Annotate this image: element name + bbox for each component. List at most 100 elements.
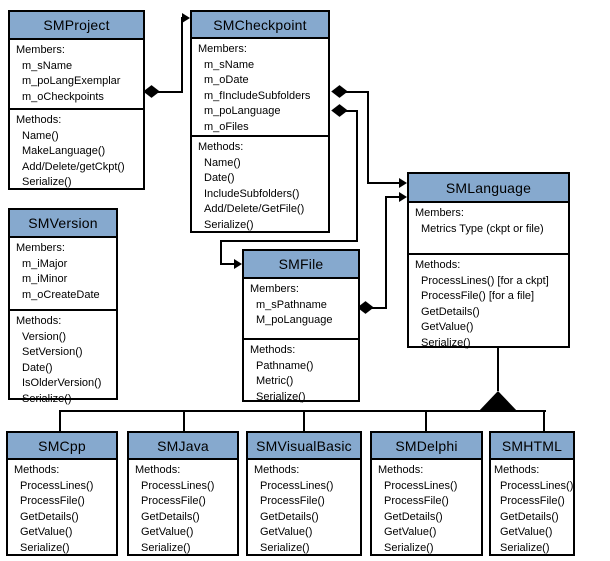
methods-section: Methods: Name() MakeLanguage() Add/Delet… <box>10 108 143 191</box>
method-item: IsOlderVersion() <box>22 377 102 389</box>
member-item: m_iMajor <box>22 257 68 270</box>
class-box-smhtml: SMHTML Methods: ProcessLines() ProcessFi… <box>489 431 575 556</box>
arrowhead-icon <box>182 13 190 23</box>
class-title: SMCheckpoint <box>192 12 328 39</box>
connector-line <box>59 410 61 432</box>
class-title: SMProject <box>10 12 143 40</box>
method-item: ProcessLines() <box>141 479 215 492</box>
member-item: m_oCheckpoints <box>22 90 104 103</box>
class-title: SMVisualBasic <box>248 433 360 460</box>
method-item: GetDetails() <box>421 305 480 318</box>
method-item: ProcessFile() <box>384 495 449 507</box>
member-item: m_oCreateDate <box>22 288 100 301</box>
member-item: m_sName <box>22 59 73 72</box>
methods-label: Methods: <box>135 464 181 476</box>
method-item: Pathname() <box>256 359 314 372</box>
member-item: Metrics Type (ckpt or file) <box>421 222 544 235</box>
member-item: M_poLanguage <box>256 314 333 326</box>
methods-section: Methods: ProcessLines() ProcessFile() Ge… <box>491 460 573 556</box>
method-item: Serialize() <box>22 176 72 188</box>
methods-section: Methods: ProcessLines() ProcessFile() Ge… <box>372 460 481 556</box>
methods-label: Methods: <box>378 464 424 476</box>
class-title: SMCpp <box>8 433 116 460</box>
class-title: SMJava <box>129 433 237 460</box>
member-item: m_oDate <box>204 74 249 86</box>
class-box-smproject: SMProject Members: m_sName m_poLangExemp… <box>8 10 145 190</box>
methods-section: Methods: Pathname() Metric() Serialize() <box>244 338 358 405</box>
connector-line <box>497 348 499 391</box>
connector-line <box>356 110 358 242</box>
connector-line <box>59 410 546 412</box>
method-item: Serialize() <box>500 541 550 554</box>
methods-section: Methods: ProcessLines() [for a ckpt] Pro… <box>409 253 568 351</box>
connector-line <box>303 410 305 432</box>
class-title: SMHTML <box>491 433 573 460</box>
member-item: m_fIncludeSubfolders <box>204 89 311 102</box>
methods-label: Methods: <box>415 259 461 271</box>
member-item: m_oFiles <box>204 120 249 133</box>
methods-section: Methods: ProcessLines() ProcessFile() Ge… <box>248 460 360 556</box>
method-item: Serialize() <box>384 541 434 554</box>
method-item: MakeLanguage() <box>22 145 106 157</box>
method-item: GetDetails() <box>500 510 559 523</box>
connector-line <box>345 91 369 93</box>
connector-line <box>367 182 399 184</box>
method-item: ProcessFile() <box>141 495 206 507</box>
connector-line <box>220 263 234 265</box>
methods-label: Methods: <box>16 114 62 126</box>
class-box-smcpp: SMCpp Methods: ProcessLines() ProcessFil… <box>6 431 118 556</box>
connector-line <box>543 410 545 432</box>
method-item: Name() <box>22 129 59 142</box>
method-item: ProcessLines() <box>500 479 574 492</box>
method-item: ProcessFile() <box>260 495 325 507</box>
connector-line <box>370 307 387 309</box>
methods-label: Methods: <box>494 464 540 476</box>
connector-line <box>156 91 183 93</box>
arrowhead-icon <box>399 192 407 202</box>
method-item: GetDetails() <box>260 510 319 523</box>
method-item: ProcessLines() <box>20 479 94 492</box>
methods-section: Methods: ProcessLines() ProcessFile() Ge… <box>129 460 237 556</box>
class-title: SMFile <box>244 251 358 279</box>
method-item: SetVersion() <box>22 346 83 358</box>
connector-line <box>425 410 427 432</box>
method-item: Version() <box>22 330 67 343</box>
class-box-smlanguage: SMLanguage Members: Metrics Type (ckpt o… <box>407 172 570 351</box>
method-item: Date() <box>22 361 53 374</box>
methods-label: Methods: <box>198 141 244 153</box>
method-item: Serialize() <box>22 392 72 405</box>
method-item: ProcessLines() [for a ckpt] <box>421 274 549 287</box>
members-section: Members: m_sName m_oDate m_fIncludeSubfo… <box>192 39 328 135</box>
members-label: Members: <box>250 283 299 295</box>
method-item: GetValue() <box>384 526 437 538</box>
methods-section: Methods: Name() Date() IncludeSubfolders… <box>192 135 328 233</box>
arrowhead-icon <box>399 178 407 188</box>
method-item: ProcessFile() <box>20 495 85 507</box>
method-item: GetValue() <box>20 526 73 538</box>
member-item: m_sName <box>204 58 255 71</box>
member-item: m_sPathname <box>256 298 327 311</box>
members-label: Members: <box>198 43 247 55</box>
method-item: Serialize() <box>256 390 306 403</box>
class-title: SMDelphi <box>372 433 481 460</box>
method-item: ProcessLines() <box>384 479 458 492</box>
members-section: Members: m_sName m_poLangExemplar m_oChe… <box>10 40 143 108</box>
member-item: m_poLanguage <box>204 105 281 117</box>
members-label: Members: <box>415 207 464 219</box>
method-item: GetValue() <box>260 526 313 538</box>
method-item: GetValue() <box>421 321 474 333</box>
method-item: GetDetails() <box>141 510 200 523</box>
method-item: Add/Delete/getCkpt() <box>22 160 125 173</box>
method-item: ProcessFile() [for a file] <box>421 290 535 302</box>
connector-line <box>385 196 387 309</box>
connector-line <box>220 240 222 265</box>
method-item: Date() <box>204 172 235 184</box>
method-item: Serialize() <box>260 541 310 554</box>
connector-line <box>367 91 369 184</box>
method-item: ProcessLines() <box>260 479 334 492</box>
method-item: Metric() <box>256 375 294 387</box>
class-box-smvisualbasic: SMVisualBasic Methods: ProcessLines() Pr… <box>246 431 362 556</box>
class-box-smcheckpoint: SMCheckpoint Members: m_sName m_oDate m_… <box>190 10 330 233</box>
connector-line <box>181 17 183 93</box>
methods-label: Methods: <box>254 464 300 476</box>
